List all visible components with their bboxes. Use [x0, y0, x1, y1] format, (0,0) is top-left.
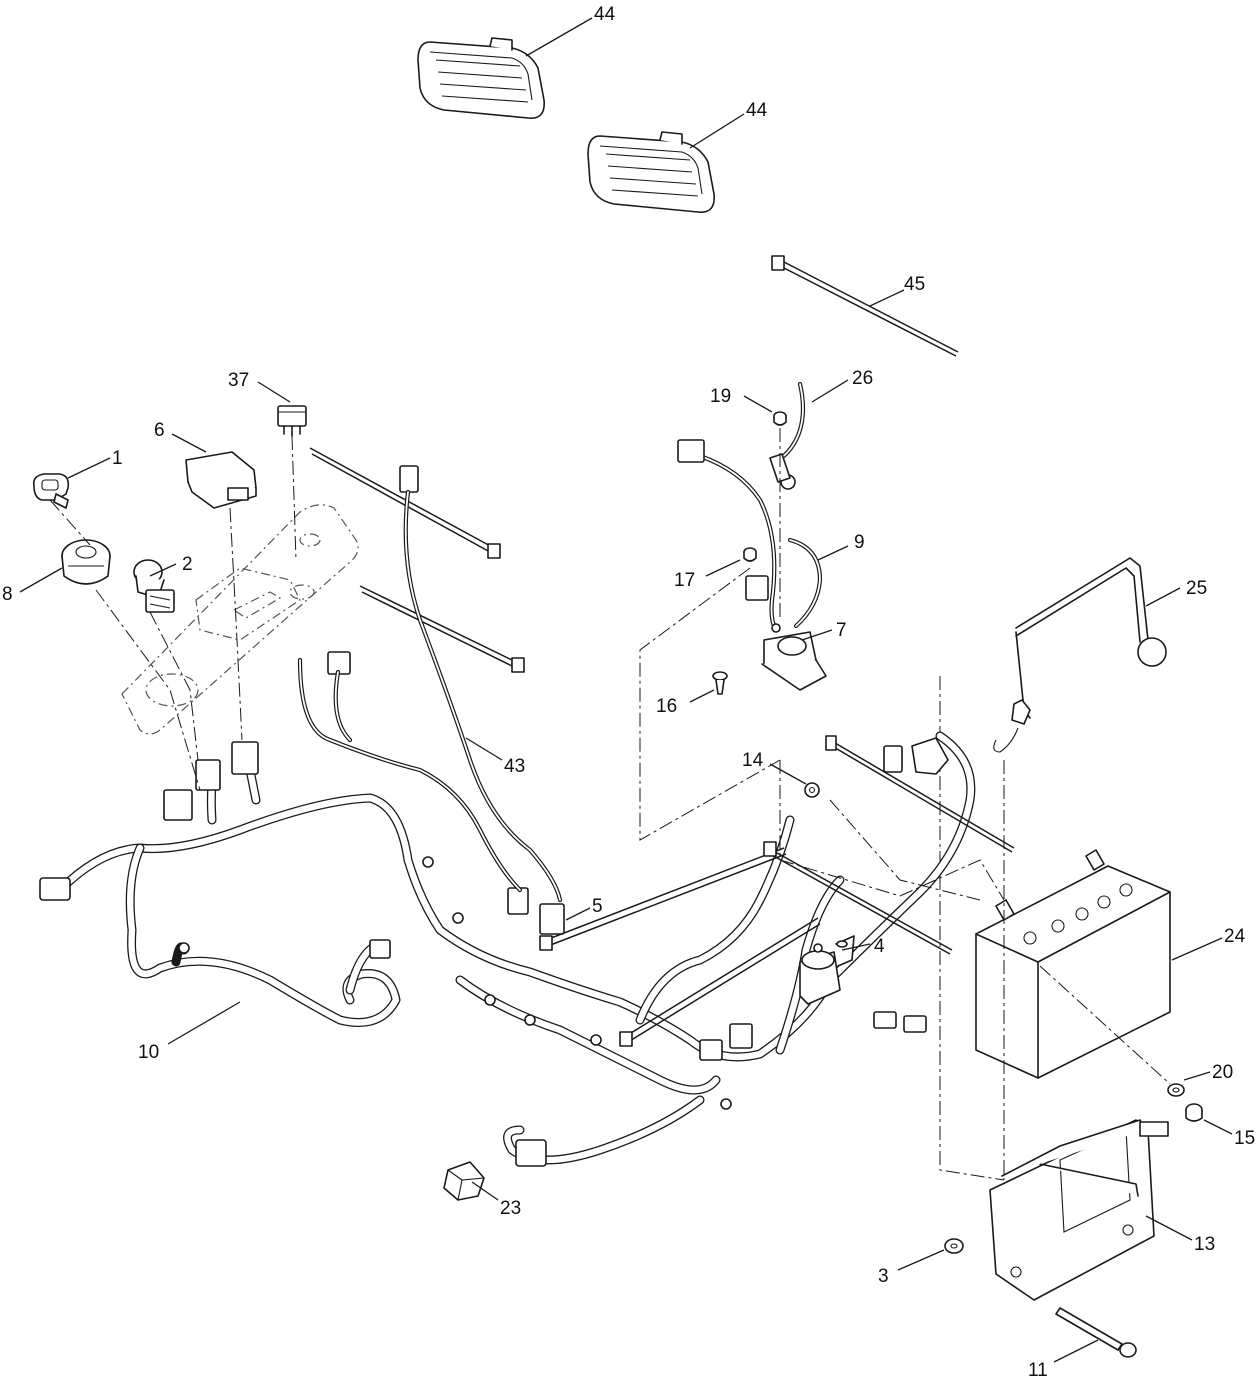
- centerline-relay-mount: [639, 567, 781, 841]
- washer-20: [1167, 1083, 1185, 1097]
- callout-25: 25: [1186, 578, 1207, 599]
- ignition-key: [32, 473, 70, 509]
- callout-26: 26: [852, 368, 873, 389]
- callout-7: 7: [836, 620, 847, 641]
- callout-5: 5: [592, 896, 603, 917]
- battery-cable-positive: [769, 381, 806, 490]
- main-wire-harness: [55, 731, 976, 1165]
- callout-44-upper: 44: [594, 4, 616, 25]
- callout-10: 10: [138, 1042, 159, 1063]
- cable-tie-45: [771, 255, 959, 357]
- callout-43: 43: [504, 756, 525, 777]
- battery-tray: [989, 1119, 1169, 1301]
- screw-4: [836, 940, 848, 948]
- callout-1: 1: [112, 448, 123, 469]
- nut-3: [944, 1238, 964, 1254]
- callout-23: 23: [500, 1198, 521, 1219]
- callout-15: 15: [1234, 1128, 1255, 1149]
- callout-6: 6: [154, 420, 165, 441]
- ring-terminal-14: [804, 782, 820, 798]
- nut-17: [743, 547, 757, 562]
- centerline-battery-bolt: [1039, 965, 1171, 1085]
- seat-switch-23: [443, 1161, 485, 1201]
- cable-tie-right-lower: [763, 841, 953, 955]
- callout-labels: 44 44 45 37 6 1 2 8 19 26 9 17 7 16 25 4…: [2, 4, 1255, 1381]
- ignition-switch: [61, 539, 111, 585]
- screw-16: [712, 671, 728, 695]
- battery-hold-down-rod: [993, 557, 1167, 753]
- work-light-upper: [417, 37, 545, 119]
- cable-tie-upper-left: [309, 447, 501, 559]
- cable-tie-center-lower: [619, 917, 821, 1047]
- switch-small: [277, 405, 307, 437]
- callout-8: 8: [2, 584, 13, 605]
- harness-connectors: [39, 465, 949, 1167]
- callout-16: 16: [656, 696, 677, 717]
- cable-tie-center-long: [539, 847, 787, 951]
- assembly-centerlines: [49, 435, 1005, 901]
- callout-17: 17: [674, 570, 695, 591]
- leader-lines: [19, 17, 1233, 1363]
- starter-solenoid: [761, 623, 827, 691]
- relay-cable-harness: [677, 439, 823, 633]
- callout-19: 19: [710, 386, 731, 407]
- control-panel-phantom: [121, 504, 359, 735]
- callout-45: 45: [904, 274, 925, 295]
- callout-11: 11: [1028, 1360, 1048, 1381]
- push-button-switch: [133, 559, 175, 613]
- callout-3: 3: [878, 1266, 889, 1287]
- battery: [975, 849, 1171, 1079]
- lighting-harness-43: [297, 489, 563, 903]
- callout-24: 24: [1224, 926, 1246, 947]
- bolt-15: [1185, 1103, 1203, 1122]
- callout-13: 13: [1194, 1234, 1215, 1255]
- work-light-lower: [587, 131, 715, 213]
- centerline-tray-nut: [939, 676, 1005, 1181]
- callout-37: 37: [228, 370, 249, 391]
- cable-tie-lower-left: [359, 585, 525, 673]
- callout-14: 14: [742, 750, 764, 771]
- callout-44-lower: 44: [746, 100, 768, 121]
- cable-tie-right-upper: [825, 735, 1015, 853]
- callout-9: 9: [854, 532, 865, 553]
- callout-4: 4: [874, 936, 885, 957]
- bolt-11: [1055, 1307, 1137, 1358]
- callout-2: 2: [182, 554, 193, 575]
- rocker-switch-large: [185, 451, 257, 509]
- nut-19: [773, 411, 787, 426]
- callout-20: 20: [1212, 1062, 1233, 1083]
